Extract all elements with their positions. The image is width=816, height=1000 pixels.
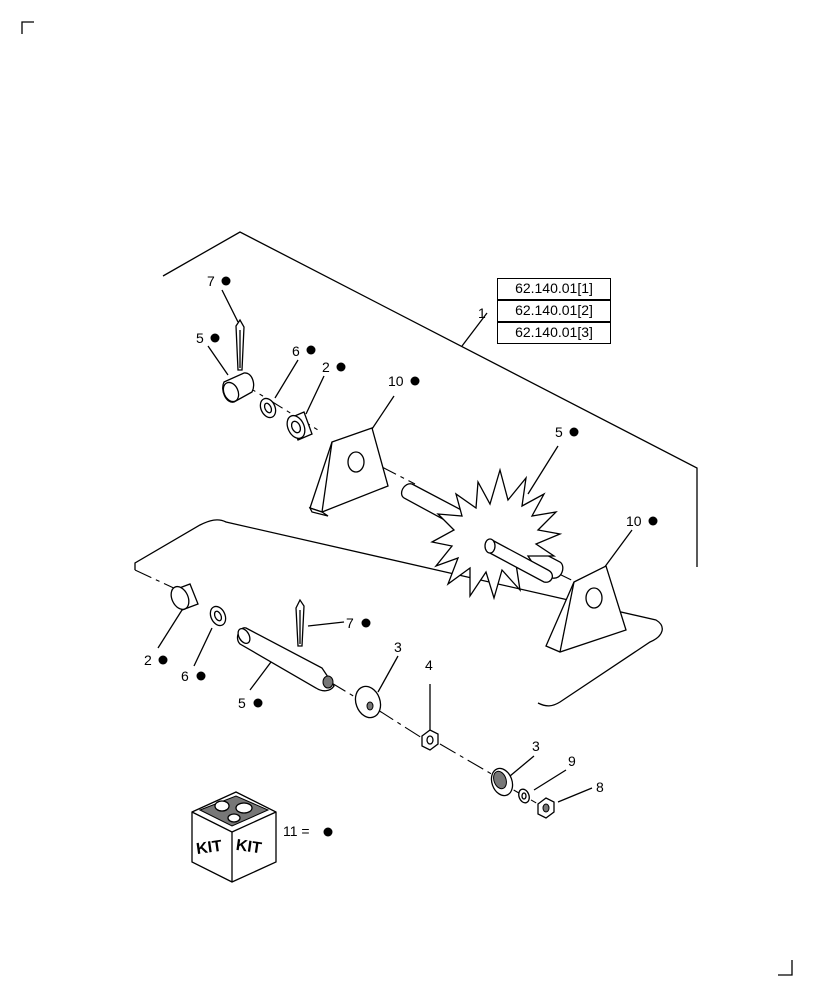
kit-legend: 11 = xyxy=(283,823,310,839)
kit-bullet-icon xyxy=(323,827,333,837)
callout-3[interactable]: 3 xyxy=(394,639,402,655)
callout-10[interactable]: 10 xyxy=(626,513,642,529)
cotter-pin[interactable] xyxy=(235,318,245,371)
reference-link-2[interactable]: 62.140.01[2] xyxy=(497,300,611,322)
reference-link-3[interactable]: 62.140.01[3] xyxy=(497,322,611,344)
callout-4[interactable]: 4 xyxy=(425,657,433,673)
kit-bullet-icon xyxy=(210,333,220,343)
kit-bullet-icon xyxy=(253,698,263,708)
callout-7[interactable]: 7 xyxy=(207,273,215,289)
callouts: 1 7 5 6 2 10 5 10 2 6 5 7 3 4 3 9 8 11 = xyxy=(144,273,658,839)
callout-2[interactable]: 2 xyxy=(322,359,330,375)
lock-nut[interactable] xyxy=(537,797,555,819)
hex-nut[interactable] xyxy=(421,729,439,751)
disc[interactable] xyxy=(488,765,516,798)
crop-mark-bottom-right xyxy=(778,960,793,976)
bracket[interactable] xyxy=(545,565,627,653)
kit-bullet-icon xyxy=(361,618,371,628)
kit-bullet-icon xyxy=(648,516,658,526)
kit-bullet-icon xyxy=(336,362,346,372)
callout-8[interactable]: 8 xyxy=(596,779,604,795)
kit-bullet-icon xyxy=(306,345,316,355)
callout-6[interactable]: 6 xyxy=(181,668,189,684)
kit-bullet-icon xyxy=(569,427,579,437)
axis-line xyxy=(379,465,416,485)
assembly-outline-lower xyxy=(134,519,663,707)
crop-mark-top-left xyxy=(21,21,34,34)
axis-line xyxy=(377,709,423,739)
shaft[interactable] xyxy=(236,627,335,692)
callout-6[interactable]: 6 xyxy=(292,343,300,359)
callout-3[interactable]: 3 xyxy=(532,738,540,754)
callout-1[interactable]: 1 xyxy=(478,305,486,321)
callout-2[interactable]: 2 xyxy=(144,652,152,668)
assembly-outline-upper xyxy=(162,231,698,567)
axis-line xyxy=(439,743,496,777)
reference-link-1[interactable]: 62.140.01[1] xyxy=(497,278,611,300)
callout-5[interactable]: 5 xyxy=(196,330,204,346)
kit-bullet-icon xyxy=(196,671,206,681)
callout-10[interactable]: 10 xyxy=(388,373,404,389)
kit-label-right: KIT xyxy=(235,837,263,857)
star-wheel-shaft[interactable] xyxy=(400,467,564,601)
axis-line xyxy=(329,681,361,701)
axis-line xyxy=(134,569,179,591)
callout-9[interactable]: 9 xyxy=(568,753,576,769)
washer[interactable] xyxy=(207,604,228,628)
bracket[interactable] xyxy=(308,427,389,517)
cotter-pin[interactable] xyxy=(295,598,305,647)
disc[interactable] xyxy=(351,683,384,721)
bushing[interactable] xyxy=(284,411,313,441)
leader-lines xyxy=(157,289,633,803)
kit-bullet-icon xyxy=(410,376,420,386)
callout-5[interactable]: 5 xyxy=(555,424,563,440)
callout-5[interactable]: 5 xyxy=(238,695,246,711)
callout-7[interactable]: 7 xyxy=(346,615,354,631)
washer[interactable] xyxy=(517,788,531,805)
kit-label-left: KIT xyxy=(195,838,223,858)
pin-collar[interactable] xyxy=(220,372,255,404)
kit-bullet-icon xyxy=(158,655,168,665)
bushing[interactable] xyxy=(168,583,199,613)
kit-bullet-icon xyxy=(221,276,231,286)
kit-box-icon: KIT KIT xyxy=(191,791,277,883)
washer[interactable] xyxy=(257,396,278,420)
